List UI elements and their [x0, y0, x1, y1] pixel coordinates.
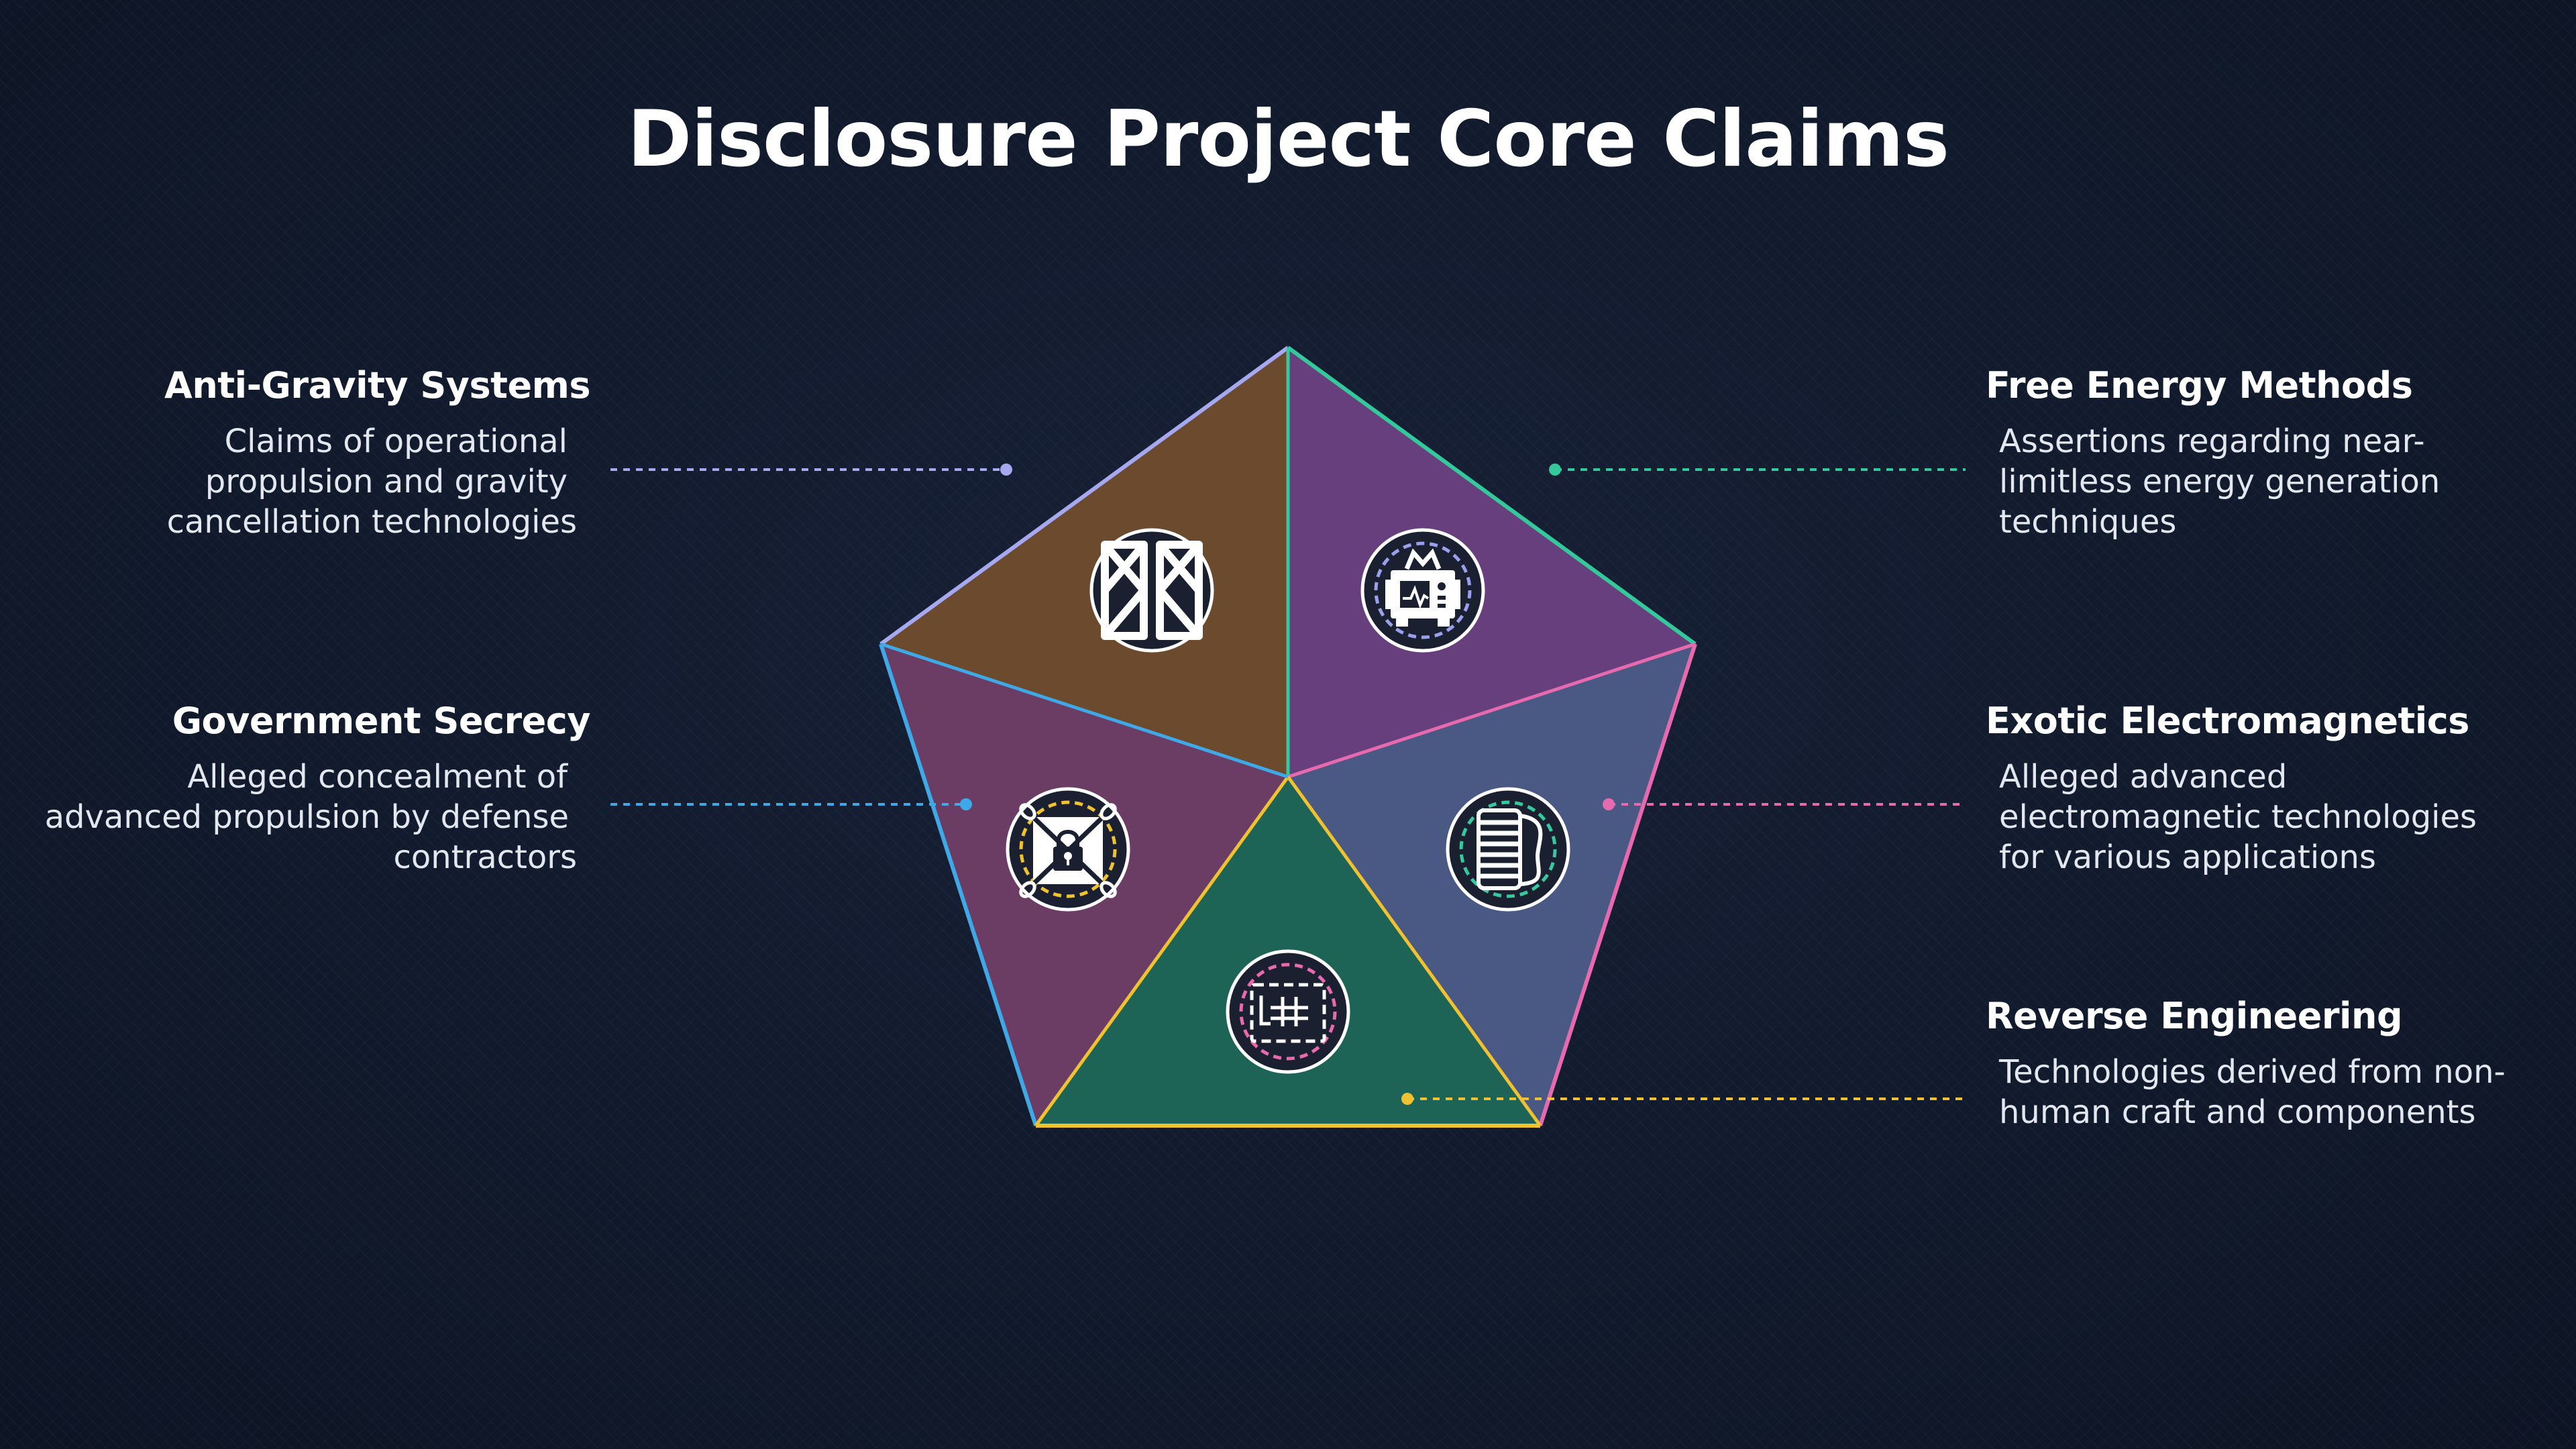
desc-line: Assertions regarding near- [1999, 423, 2425, 460]
page-title: Disclosure Project Core Claims [627, 94, 1949, 184]
desc-line: contractors [393, 839, 577, 876]
generator-icon [1360, 528, 1485, 653]
claim-heading: Government Secrecy [172, 700, 591, 742]
connector-dot-anti-gravity [1000, 464, 1012, 476]
connector-dot-free-energy [1549, 464, 1561, 476]
claim-description: Alleged concealment of advanced propulsi… [40, 757, 590, 877]
edge-anti-gravity [879, 345, 1289, 646]
connector-dot-reverse-eng [1401, 1093, 1413, 1105]
divider-right [1287, 642, 1696, 779]
desc-line: Alleged advanced [1999, 758, 2288, 796]
connector-dot-secrecy [960, 798, 972, 810]
chained-lock-icon [1006, 787, 1130, 912]
desc-line: for various applications [1999, 839, 2376, 876]
desc-line: advanced propulsion by defense [44, 798, 569, 836]
edge-free-energy [1287, 345, 1697, 646]
coil-icon [1446, 787, 1570, 912]
desc-line: propulsion and gravity [205, 463, 568, 500]
edge-secrecy [879, 643, 1038, 1126]
desc-line: cancellation technologies [166, 503, 577, 541]
desc-line: Claims of operational [224, 423, 568, 460]
claim-heading: Exotic Electromagnetics [1986, 700, 2469, 742]
claim-anti-gravity: Anti-Gravity Systems Claims of operation… [40, 362, 590, 542]
claim-heading: Reverse Engineering [1986, 995, 2403, 1037]
desc-line: electromagnetic technologies [1999, 798, 2477, 836]
claim-exotic-em: Exotic Electromagnetics Alleged advanced… [1986, 698, 2536, 877]
connector-dot-exotic-em [1603, 798, 1615, 810]
edge-exotic-em [1538, 643, 1697, 1126]
claim-reverse-eng: Reverse Engineering Technologies derived… [1986, 993, 2536, 1132]
anti-gravity-frame-icon [1089, 528, 1214, 653]
segment-free-energy[interactable] [1288, 347, 1695, 777]
desc-line: techniques [1999, 503, 2177, 541]
claim-heading: Anti-Gravity Systems [164, 364, 590, 407]
desc-line: Technologies derived from non- [1999, 1053, 2506, 1091]
claim-secrecy: Government Secrecy Alleged concealment o… [40, 698, 591, 877]
claim-description: Assertions regarding near- limitless ene… [1986, 421, 2536, 542]
claim-description: Technologies derived from non- human cra… [1986, 1052, 2536, 1132]
divider-bottom-right [1286, 775, 1542, 1127]
desc-line: Alleged concealment of [187, 758, 568, 796]
claim-heading: Free Energy Methods [1986, 364, 2413, 407]
claim-description: Claims of operational propulsion and gra… [40, 421, 590, 542]
circuit-board-icon [1226, 949, 1350, 1074]
segment-anti-gravity[interactable] [881, 347, 1288, 777]
desc-line: limitless energy generation [1999, 463, 2440, 500]
desc-line: human craft and components [1999, 1093, 2476, 1131]
divider-bottom-left [1034, 775, 1290, 1127]
claim-free-energy: Free Energy Methods Assertions regarding… [1986, 362, 2536, 542]
claim-description: Alleged advanced electromagnetic technol… [1986, 757, 2536, 877]
divider-left [880, 642, 1289, 779]
